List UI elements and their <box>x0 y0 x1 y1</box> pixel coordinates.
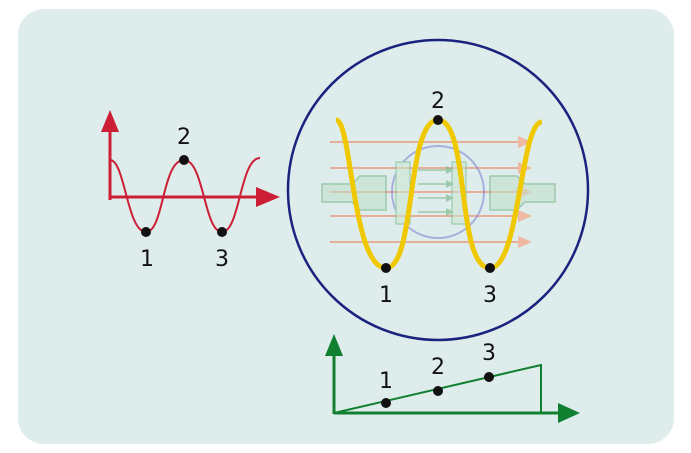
circle-wave-label-3: 3 <box>483 283 497 308</box>
circle-group: 1 2 3 <box>286 38 590 342</box>
left-wave-point-2 <box>179 155 189 165</box>
ramp-group: 1 2 3 <box>325 334 580 423</box>
ramp-point-1 <box>381 398 391 408</box>
ramp-point-2 <box>433 386 443 396</box>
background-panel <box>18 9 674 444</box>
left-wave-x-arrowhead <box>256 187 280 207</box>
left-wave-y-arrowhead <box>101 110 119 132</box>
left-wave-label-3: 3 <box>215 247 229 272</box>
ramp-label-1: 1 <box>379 369 393 394</box>
ramp-line <box>333 363 542 414</box>
left-wave-group: 1 2 3 <box>101 110 280 272</box>
left-wave-point-1 <box>141 227 151 237</box>
left-wave-point-3 <box>217 227 227 237</box>
circle-wave-point-1 <box>381 263 391 273</box>
left-wave-label-1: 1 <box>140 247 154 272</box>
left-wave-curve <box>109 157 261 234</box>
circle-wave-label-1: 1 <box>379 283 393 308</box>
ramp-label-3: 3 <box>482 341 496 366</box>
circle-wave-point-3 <box>485 263 495 273</box>
left-wave-label-2: 2 <box>177 125 191 150</box>
undulator-device <box>321 145 556 239</box>
ramp-label-2: 2 <box>431 355 445 380</box>
circle-wave-label-2: 2 <box>431 89 445 114</box>
ramp-point-3 <box>484 372 494 382</box>
magnified-circle <box>286 38 590 342</box>
circle-wave-point-2 <box>433 115 443 125</box>
ramp-x-arrowhead <box>558 403 580 423</box>
ramp-y-arrowhead <box>325 334 343 356</box>
